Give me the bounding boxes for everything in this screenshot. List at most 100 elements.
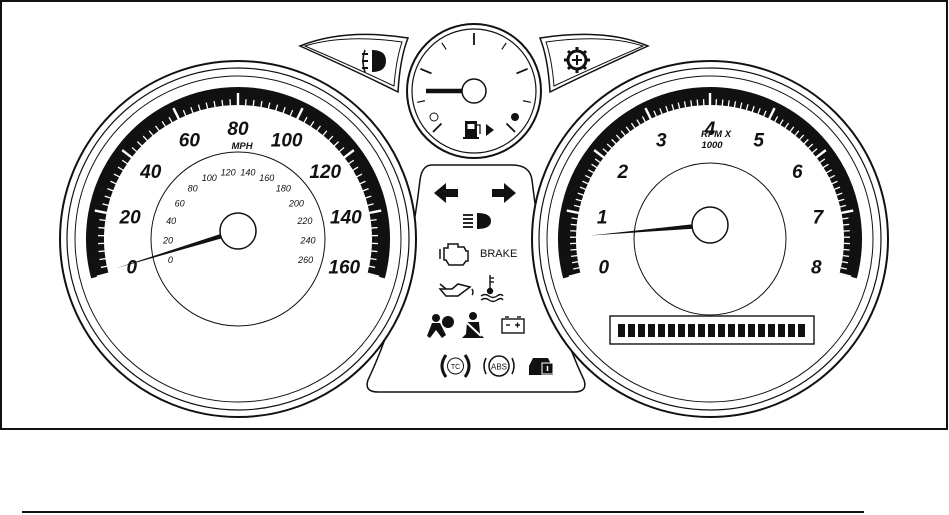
minor-tick — [308, 120, 315, 130]
minor-tick — [570, 248, 580, 251]
odometer-segment — [718, 324, 725, 337]
tachometer-tick-band — [558, 87, 862, 279]
minor-tick — [161, 120, 168, 130]
rpm-label: 5 — [753, 130, 764, 151]
kmh-label: 20 — [162, 236, 173, 246]
minor-tick — [761, 110, 767, 120]
major-tick — [363, 209, 382, 216]
minor-tick — [148, 130, 156, 139]
minor-tick — [368, 226, 378, 229]
minor-tick — [102, 203, 112, 207]
minor-tick — [772, 116, 779, 125]
major-tick — [361, 270, 380, 278]
minor-tick — [727, 100, 730, 110]
odometer-segment — [688, 324, 695, 337]
minor-tick — [677, 102, 681, 112]
minor-tick — [197, 104, 202, 114]
minor-tick — [288, 109, 294, 119]
minor-tick — [625, 126, 633, 135]
major-tick — [810, 149, 827, 163]
minor-tick — [267, 102, 271, 112]
minor-tick — [364, 203, 374, 207]
odometer-segment — [668, 324, 675, 337]
minor-tick — [99, 257, 109, 261]
minor-tick — [809, 148, 818, 156]
mph-label: 20 — [119, 208, 142, 229]
major-tick — [833, 270, 852, 278]
minor-tick — [630, 122, 638, 131]
minor-tick — [117, 166, 126, 173]
fuel-gauge-ticks — [416, 33, 532, 133]
minor-tick — [797, 134, 805, 143]
minor-tick — [805, 143, 814, 151]
odometer-segment — [698, 324, 705, 337]
minor-tick — [696, 99, 699, 109]
rear-fog-lamp-icon — [362, 49, 386, 73]
fuel-tick — [505, 122, 516, 133]
minor-tick — [368, 250, 378, 253]
minor-tick — [281, 106, 286, 116]
speedometer-kmh-ring — [150, 151, 326, 327]
minor-tick — [252, 99, 255, 109]
major-tick — [96, 270, 115, 278]
fuel-tick — [516, 67, 528, 75]
major-tick — [94, 209, 113, 216]
minor-tick — [835, 198, 845, 203]
needle-blade — [115, 228, 239, 269]
minor-tick — [582, 180, 591, 186]
minor-tick — [575, 198, 585, 203]
odometer-segment — [678, 324, 685, 337]
odometer-segment — [618, 324, 625, 337]
odometer-segment — [748, 324, 755, 337]
kmh-label: 80 — [188, 184, 198, 194]
minor-tick — [571, 254, 581, 258]
minor-tick — [671, 104, 676, 114]
minor-tick — [570, 230, 580, 232]
minor-tick — [99, 218, 109, 222]
minor-tick — [792, 130, 800, 139]
fuel-tick — [420, 67, 432, 75]
minor-tick — [244, 99, 247, 109]
minor-tick — [302, 116, 308, 126]
minor-tick — [573, 266, 583, 270]
major-tick — [593, 149, 610, 163]
speedometer-unit-label: MPH — [231, 141, 253, 152]
minor-tick — [591, 163, 600, 170]
major-tick — [121, 149, 138, 163]
rpm-label: 2 — [616, 162, 628, 183]
minor-tick — [104, 195, 114, 200]
airbag-icon — [427, 314, 454, 338]
minor-tick — [113, 173, 123, 179]
minor-tick — [777, 119, 784, 128]
tachometer-hub — [691, 206, 729, 244]
tachometer-unit-label-line2: 1000 — [701, 140, 723, 151]
rpm-label: 0 — [598, 257, 609, 278]
minor-tick — [182, 109, 188, 119]
mph-label: 140 — [330, 208, 362, 229]
odometer-segment — [648, 324, 655, 337]
minor-tick — [336, 147, 345, 154]
minor-tick — [641, 116, 648, 125]
minor-tick — [100, 264, 110, 269]
minor-tick — [154, 125, 162, 134]
minor-tick — [611, 138, 619, 147]
minor-tick — [314, 125, 322, 134]
kmh-label: 120 — [221, 168, 236, 178]
minor-tick — [221, 99, 224, 109]
minor-tick — [690, 100, 693, 110]
abs-icon: ABS — [483, 355, 515, 377]
minor-tick — [750, 105, 755, 115]
fuel-tick — [416, 100, 426, 103]
minor-tick — [782, 122, 790, 131]
warning-panel — [366, 164, 586, 393]
odometer-segment — [638, 324, 645, 337]
minor-tick — [594, 158, 603, 165]
minor-tick — [838, 260, 849, 264]
minor-tick — [665, 105, 670, 115]
coolant-temp-icon — [480, 275, 504, 303]
rpm-label: 8 — [811, 257, 822, 278]
